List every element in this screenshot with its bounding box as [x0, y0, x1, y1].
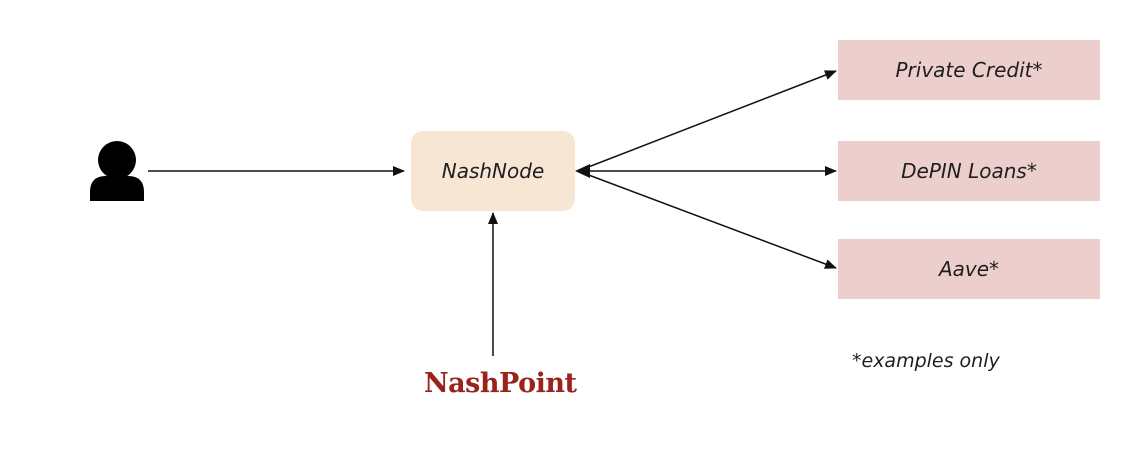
user-icon: [90, 141, 144, 201]
target-private-credit: Private Credit*: [838, 40, 1100, 100]
nashnode-label: NashNode: [441, 159, 545, 183]
target-label: Aave*: [938, 257, 1000, 281]
target-depin-loans: DePIN Loans*: [838, 141, 1100, 201]
target-aave: Aave*: [838, 239, 1100, 299]
target-label: DePIN Loans*: [901, 159, 1037, 183]
footnote: *examples only: [852, 350, 1000, 372]
arrow-nashnode-to-aave: [577, 170, 837, 269]
nashnode-return-arrowhead: [575, 164, 590, 178]
target-label: Private Credit*: [895, 58, 1043, 82]
nashnode-box: NashNode: [411, 131, 575, 211]
arrow-nashnode-to-private-credit: [577, 70, 837, 172]
nashpoint-logo: NashPoint: [424, 368, 577, 399]
